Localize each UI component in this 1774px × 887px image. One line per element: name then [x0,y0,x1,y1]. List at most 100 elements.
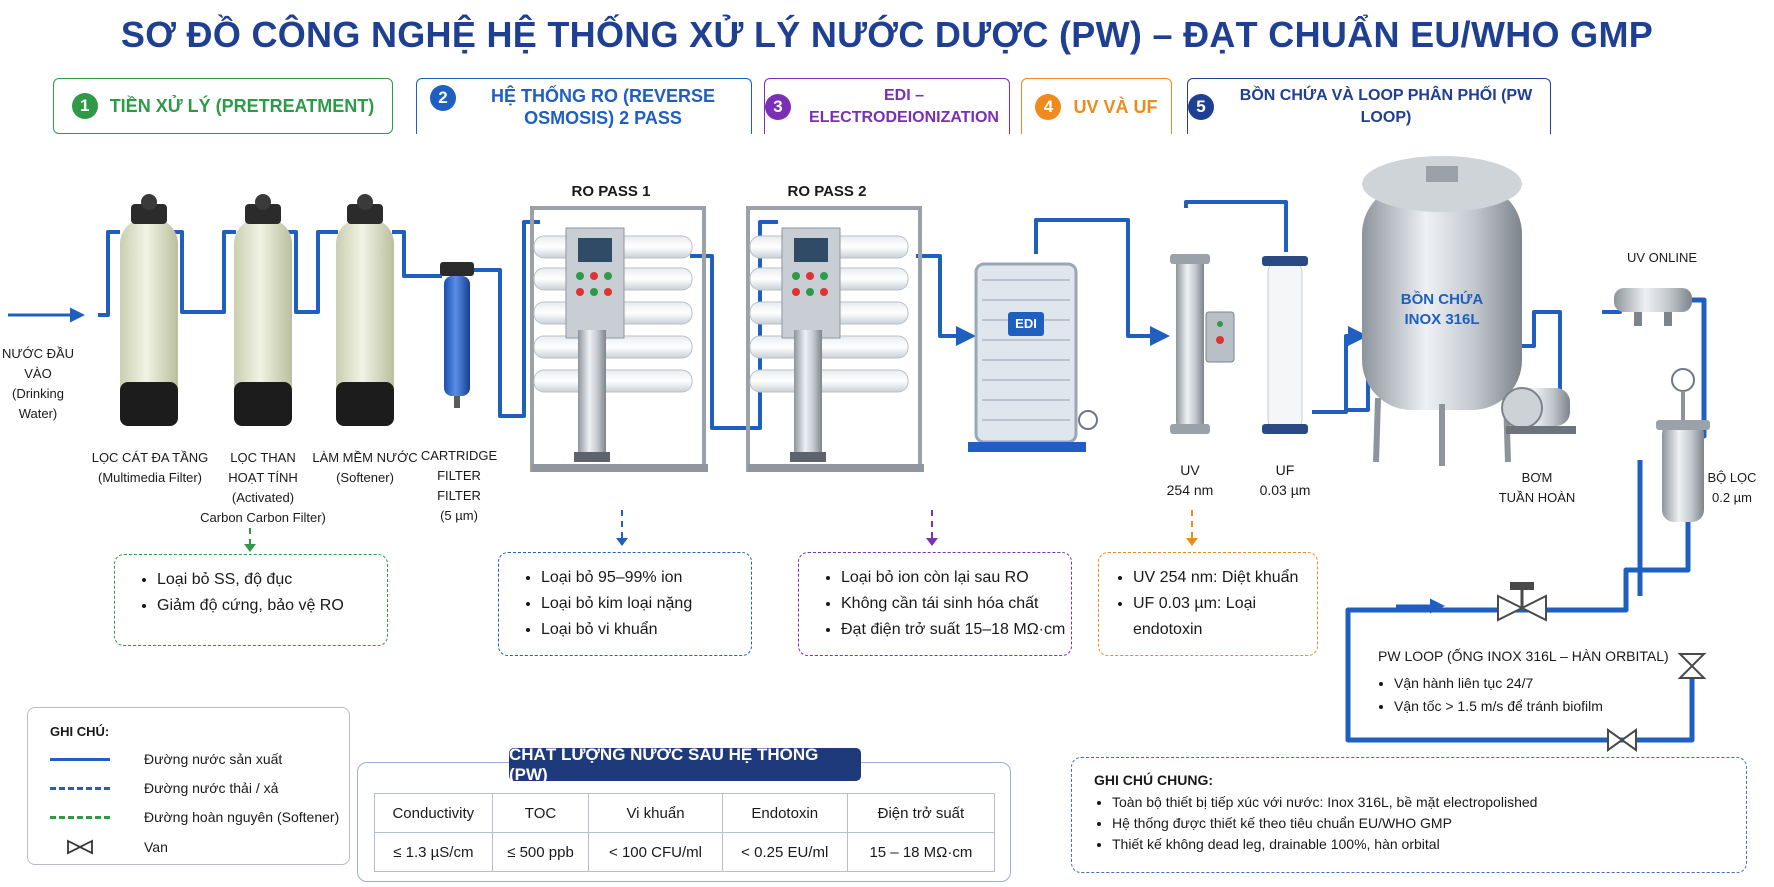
general-notes-title: GHI CHÚ CHUNG: [1094,772,1213,788]
cartridge-label-line1: CARTRIDGE FILTER [420,448,498,483]
stage-1-label: TIỀN XỬ LÝ (PRETREATMENT) [109,96,375,116]
uv-label-line1: UV [1180,462,1200,478]
storage-tank-label: BỒN CHỨA INOX 316L [1370,290,1514,330]
waste-line-swatch [50,786,110,790]
stage-4-header: 4 UV VÀ UF [1021,78,1172,134]
edi-note-item: Loại bỏ ion còn lại sau RO [841,565,1071,591]
multimedia-label-line2: (Multimedia Filter) [97,470,202,485]
stage-2-label: HỆ THỐNG RO (REVERSE OSMOSIS) 2 PASS [490,86,716,128]
pretreatment-note-item: Giảm độ cứng, bảo vệ RO [157,593,387,619]
legend-row-valve: Van [50,837,168,857]
pretreatment-note: Loại bỏ SS, độ đục Giảm độ cứng, bảo vệ … [114,554,388,646]
regeneration-line-swatch [50,815,110,819]
edi-note: Loại bỏ ion còn lại sau RO Không cần tái… [798,552,1072,656]
edi-arrowhead [926,538,938,546]
circulation-pump [1501,387,1576,434]
ro-arrowhead [616,538,628,546]
uvuf-note-item: UF 0.03 µm: Loại endotoxin [1133,591,1317,643]
uv-label-line2: 254 nm [1166,482,1214,498]
uf-label: UF 0.03 µm [1252,460,1318,500]
quality-value-cell: < 100 CFU/ml [588,832,723,872]
uf-label-line2: 0.03 µm [1259,482,1311,498]
carbon-label-line3: (Activated) [231,490,295,505]
carbon-label-line2: HOẠT TÍNH [228,470,298,485]
general-notes: GHI CHÚ CHUNG: Toàn bộ thiết bị tiếp xúc… [1071,757,1747,873]
quality-header-row: Conductivity TOC Vi khuẩn Endotoxin Điện… [374,793,996,833]
ro-pass-1-label: RO PASS 1 [571,183,651,200]
stage-1-number: 1 [71,93,98,119]
stage-5-label: BỒN CHỨA VÀ LOOP PHÂN PHỐI (PW LOOP) [1239,86,1533,126]
production-line-swatch [50,757,110,761]
tank-label-line1: BỒN CHỨA [1400,291,1484,308]
softener-label-line1: LÀM MỀM NƯỚC [312,450,418,465]
pretreat-arrowhead [244,544,256,552]
general-note-item: Thiết kế không dead leg, drainable 100%,… [1112,834,1537,855]
stage-3-header: 3 EDI – ELECTRODEIONIZATION [764,78,1010,134]
ro-pass-1-skid [530,206,708,472]
pretreatment-note-item: Loại bỏ SS, độ đục [157,567,387,593]
loop-valve-right [1677,653,1707,679]
general-note-item: Hệ thống được thiết kế theo tiêu chuẩn E… [1112,813,1537,834]
carbon-label-line4: Carbon Carbon Filter) [200,510,326,525]
general-note-item: Toàn bộ thiết bị tiếp xúc với nước: Inox… [1112,792,1537,813]
quality-value-cell: 15 – 18 MΩ·cm [846,832,996,872]
inlet-label: NƯỚC ĐẦU VÀO (Drinking Water) [0,344,76,424]
quality-title: CHẤT LƯỢNG NƯỚC SAU HỆ THỐNG (PW) [509,745,861,784]
softener-label-line2: (Softener) [336,470,394,485]
carbon-filter-label: LỌC THAN HOẠT TÍNH (Activated) Carbon Ca… [188,448,338,528]
legend-row-regeneration: Đường hoàn nguyên (Softener) [50,807,339,827]
carbon-filter-tank [234,194,292,426]
multimedia-filter-tank [120,194,178,426]
ro-pass-2-label: RO PASS 2 [787,183,867,200]
quality-value-cell: ≤ 1.3 µS/cm [374,832,493,872]
legend: GHI CHÚ: Đường nước sản xuất Đường nước … [27,707,350,865]
pw-loop-list: Vận hành liên tục 24/7 Vận tốc > 1.5 m/s… [1366,672,1603,718]
quality-table: Conductivity TOC Vi khuẩn Endotoxin Điện… [374,793,996,872]
legend-row-production: Đường nước sản xuất [50,749,282,769]
edi-module-label: EDI [1015,316,1037,331]
valve-icon [67,839,93,855]
stage-4-number: 4 [1035,93,1062,120]
quality-header-cell: Vi khuẩn [588,793,723,833]
edi-note-item: Đạt điện trở suất 15–18 MΩ·cm [841,617,1071,643]
stage-3-label: EDI – ELECTRODEIONIZATION [809,86,999,126]
legend-label: Đường hoàn nguyên (Softener) [144,809,340,825]
quality-value-cell: ≤ 500 ppb [491,832,590,872]
legend-label: Van [144,839,168,855]
uf-label-line1: UF [1275,462,1295,478]
pump-label: BƠM TUẦN HOÀN [1492,468,1582,508]
production-piping [98,200,1636,430]
loop-valve-bottom [1607,728,1637,752]
multimedia-filter-label: LỌC CÁT ĐA TẦNG (Multimedia Filter) [80,448,220,488]
cartridge-filter-housing [440,262,474,408]
edi-module [968,262,1098,452]
uvuf-note: UV 254 nm: Diệt khuẩn UF 0.03 µm: Loại e… [1098,552,1318,656]
inlet-label-line2: (Drinking Water) [11,386,64,421]
note-connectors [249,510,1193,548]
quality-header-cell: Điện trở suất [846,793,996,833]
uv-online-label: UV ONLINE [1626,250,1698,265]
stage-2-header: 2 HỆ THỐNG RO (REVERSE OSMOSIS) 2 PASS [416,78,752,134]
legend-row-waste: Đường nước thải / xả [50,778,278,798]
filter-label-line1: BỘ LỌC [1707,470,1757,485]
pw-loop-item: Vận tốc > 1.5 m/s để tránh biofilm [1394,695,1603,718]
stage-4-label: UV VÀ UF [1073,96,1158,117]
cartridge-label-line3: (5 µm) [440,508,478,523]
legend-label: Đường nước thải / xả [144,780,279,796]
multimedia-label-line1: LỌC CÁT ĐA TẦNG [91,450,209,465]
quality-value-row: ≤ 1.3 µS/cm ≤ 500 ppb < 100 CFU/ml < 0.2… [374,832,996,872]
stage-5-number: 5 [1188,93,1214,120]
uv-unit [1170,254,1235,434]
loop-valve-top [1497,582,1547,622]
pump-label-line1: BƠM [1521,470,1553,485]
cartridge-filter-label: CARTRIDGE FILTER FILTER (5 µm) [400,446,518,526]
carbon-label-line1: LỌC THAN [230,450,296,465]
quality-header-cell: TOC [491,793,590,833]
uf-unit [1262,256,1308,434]
stage-2-number: 2 [430,85,456,111]
pw-loop-item: Vận hành liên tục 24/7 [1394,672,1603,695]
ro-note-item: Loại bỏ kim loại nặng [541,591,751,617]
uvuf-arrowhead [1186,538,1198,546]
legend-title: GHI CHÚ: [50,724,110,739]
